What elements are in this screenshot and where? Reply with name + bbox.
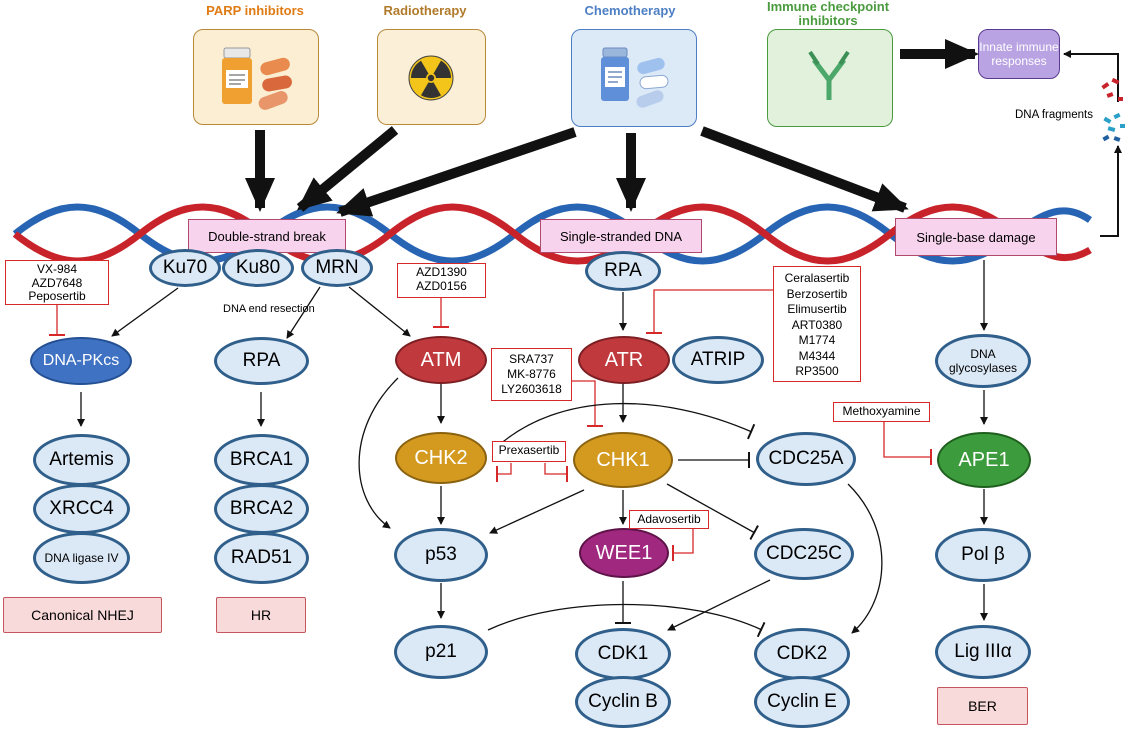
ku80-node: Ku80 xyxy=(222,249,294,287)
ape1-node: APE1 xyxy=(937,432,1031,488)
atr-node: ATR xyxy=(578,336,670,384)
cyclin-b-node: Cyclin B xyxy=(575,676,671,728)
atm-node: ATM xyxy=(395,336,487,384)
atr-inhibitor-6: M4344 xyxy=(798,348,836,363)
wee1-node: WEE1 xyxy=(579,528,669,578)
dna-fragments-icon xyxy=(1101,77,1125,142)
dnapk-inhibitor-2: AZD7648 xyxy=(31,275,83,290)
radiotherapy-label: Radiotherapy xyxy=(383,3,467,18)
methoxyamine-line xyxy=(883,420,932,465)
p21-node: p21 xyxy=(394,625,488,679)
xrcc4-node: XRCC4 xyxy=(33,484,130,534)
chemotherapy-box xyxy=(571,29,697,127)
dnapk-inhibitor-3: Peposertib xyxy=(28,289,86,303)
immune-checkpoint-inhibitors-label: Immune checkpoint inhibitors xyxy=(766,0,890,28)
single-base-damage-box: Single-base damage xyxy=(895,218,1057,256)
mrn-node: MRN xyxy=(301,249,373,287)
p53-node: p53 xyxy=(394,528,488,582)
innate-immune-responses-box: Innate immune responses xyxy=(978,29,1060,79)
prexasertib-box: Prexasertib xyxy=(492,441,566,462)
chk1-node: CHK1 xyxy=(573,432,673,488)
brca2-node: BRCA2 xyxy=(214,484,309,534)
cdc25c-to-cdk1-arrow xyxy=(667,579,771,631)
chk2-node: CHK2 xyxy=(395,432,487,484)
parp-inhibitors-label: PARP inhibitors xyxy=(206,3,304,18)
dnapk-inhibitor-1: VX-984 xyxy=(36,262,78,276)
p21-to-cdk-inhibition xyxy=(487,603,766,638)
chemo-to-sbd-arrow xyxy=(700,126,909,213)
prexasertib-to-chk1 xyxy=(544,463,568,482)
medicine-bottle-icon xyxy=(601,47,669,108)
chk1-inhibitor-1: SRA737 xyxy=(509,352,554,366)
chk1-to-p53-arrow xyxy=(489,489,585,534)
antibody-icon xyxy=(808,50,850,100)
cdc25c-node: CDC25C xyxy=(754,528,854,580)
chk1-inhibitor-2: MK-8776 xyxy=(507,367,556,381)
atr-inhibitors-box: Ceralasertib Berzosertib Elimusertib ART… xyxy=(773,266,861,382)
atr-inhibitor-3: Elimusertib xyxy=(787,302,847,316)
rpa-ssdna-node: RPA xyxy=(585,251,661,291)
dna-ligase-iv-node: DNA ligase IV xyxy=(33,532,130,584)
cdc25a-node: CDC25A xyxy=(756,432,856,486)
canonical-nhej-label: Canonical NHEJ xyxy=(3,597,162,633)
dna-end-resection-label: DNA end resection xyxy=(223,303,315,315)
innate-immune-responses-text: Innate immune responses xyxy=(979,40,1059,68)
pol-beta-node: Pol β xyxy=(935,528,1031,582)
chk1-inhibitor-3: LY2603618 xyxy=(501,382,562,396)
artemis-node: Artemis xyxy=(33,434,130,486)
radio-to-dsb-arrow xyxy=(296,126,399,212)
cyclin-e-node: Cyclin E xyxy=(754,676,850,728)
atrip-node: ATRIP xyxy=(672,336,764,384)
sbd-to-fragments-arrow xyxy=(1100,145,1122,237)
dna-glycosylases-node: DNA glycosylases xyxy=(935,334,1031,388)
chemo-to-dsb-arrow xyxy=(336,127,577,217)
atr-inhibitor-2: Berzosertib xyxy=(786,286,848,301)
atr-inhibitor-line xyxy=(646,289,774,334)
atm-inhibitors-box: AZD1390 AZD0156 xyxy=(397,263,486,298)
adavosertib-line xyxy=(672,528,694,561)
double-strand-break-box: Double-strand break xyxy=(188,219,346,253)
atr-inhibitor-1: Ceralasertib xyxy=(784,271,850,285)
single-stranded-dna-box: Single-stranded DNA xyxy=(540,219,702,253)
brca1-node: BRCA1 xyxy=(214,434,309,486)
atm-inhibitor-2: AZD0156 xyxy=(416,278,467,293)
atm-inhibitor-1: AZD1390 xyxy=(416,265,467,279)
mrn-to-atm-arrow xyxy=(348,286,411,337)
atr-inhibitor-4: ART0380 xyxy=(791,317,843,332)
hr-label: HR xyxy=(216,597,306,633)
rad51-node: RAD51 xyxy=(214,532,309,584)
cdc25a-to-cdk2-arrow xyxy=(847,483,883,634)
rpa-hr-node: RPA xyxy=(214,337,309,385)
dna-pkcs-node: DNA-PKcs xyxy=(30,337,132,385)
pill-bottle-icon xyxy=(222,47,292,110)
radiotherapy-box xyxy=(377,29,486,125)
chk1-to-cdc25c-inhibition xyxy=(666,483,759,540)
chk2-to-cdc25a-inhibition xyxy=(497,402,756,447)
ku-to-dnapkcs-arrow xyxy=(111,287,179,337)
chemotherapy-label: Chemotherapy xyxy=(584,3,676,18)
cdk2-node: CDK2 xyxy=(754,628,850,680)
dnapk-inhibitors-box: VX-984 AZD7648 Peposertib xyxy=(5,260,109,305)
prexasertib-to-chk2 xyxy=(496,463,512,482)
chk1-inhibitors-box: SRA737 MK-8776 LY2603618 xyxy=(491,348,572,401)
lig-iiia-node: Lig IIIα xyxy=(935,625,1031,679)
adavosertib-box: Adavosertib xyxy=(629,510,709,529)
ber-label: BER xyxy=(937,687,1028,725)
methoxyamine-box: Methoxyamine xyxy=(833,402,930,422)
chk1-inhibitor-line xyxy=(572,380,603,427)
ku70-node: Ku70 xyxy=(149,249,221,287)
dna-fragments-label: DNA fragments xyxy=(1015,109,1093,121)
atm-to-p53-arrow xyxy=(358,377,399,529)
radiation-icon xyxy=(408,55,454,101)
mrn-to-rpa-arrow xyxy=(286,286,321,339)
atr-inhibitor-7: RP3500 xyxy=(795,364,839,378)
atr-inhibitor-5: M1774 xyxy=(798,333,836,347)
parp-inhibitors-box xyxy=(193,29,319,125)
cdk1-node: CDK1 xyxy=(575,628,671,680)
fragments-to-innate-arrow xyxy=(1063,50,1119,102)
